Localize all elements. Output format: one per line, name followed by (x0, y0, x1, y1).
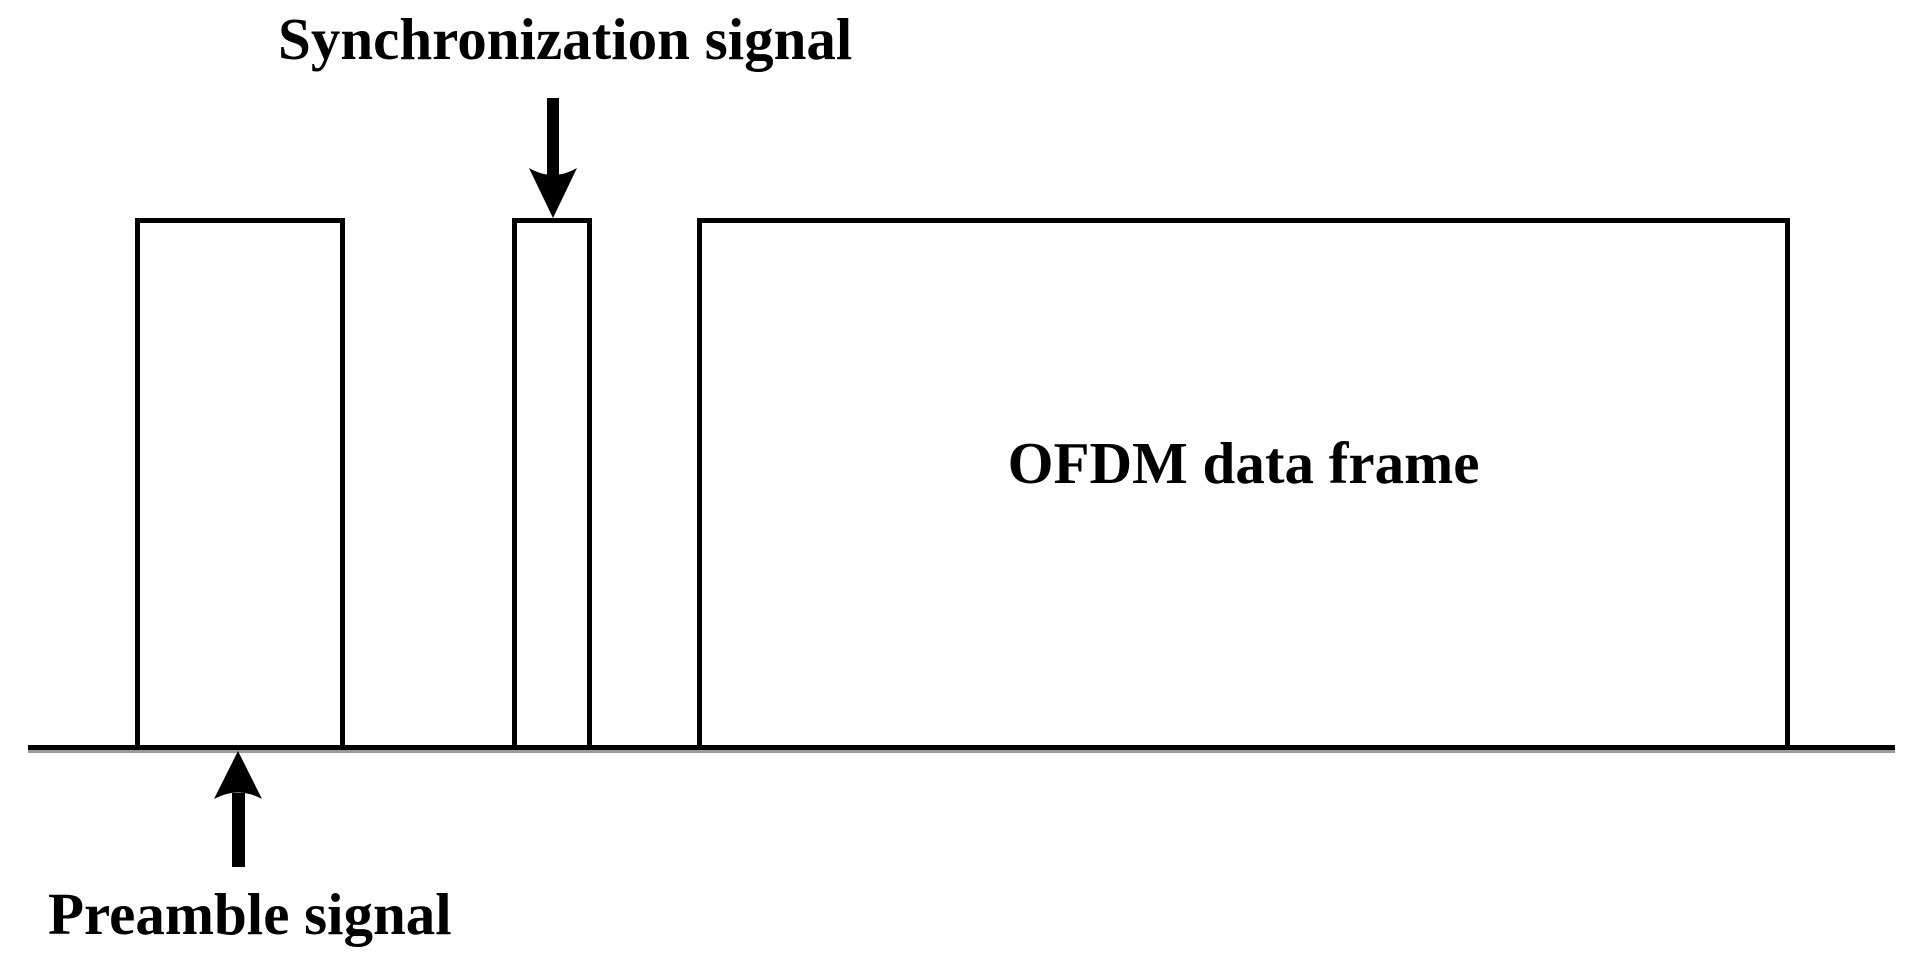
up-arrow-shaft (232, 793, 245, 867)
preamble-signal-box (135, 218, 345, 748)
synchronization-signal-label: Synchronization signal (278, 6, 853, 72)
synchronization-signal-box (512, 218, 592, 748)
time-axis-line (28, 745, 1895, 750)
down-arrow-icon (529, 98, 577, 218)
ofdm-data-frame-box: OFDM data frame (697, 218, 1790, 748)
ofdm-data-frame-label: OFDM data frame (1007, 430, 1480, 496)
preamble-signal-label: Preamble signal (48, 881, 452, 947)
time-axis-shadow (28, 750, 1895, 753)
down-arrow-shaft (547, 98, 559, 178)
down-arrow-head (529, 168, 577, 218)
up-arrow-icon (214, 751, 262, 867)
up-arrow-head (214, 751, 262, 799)
